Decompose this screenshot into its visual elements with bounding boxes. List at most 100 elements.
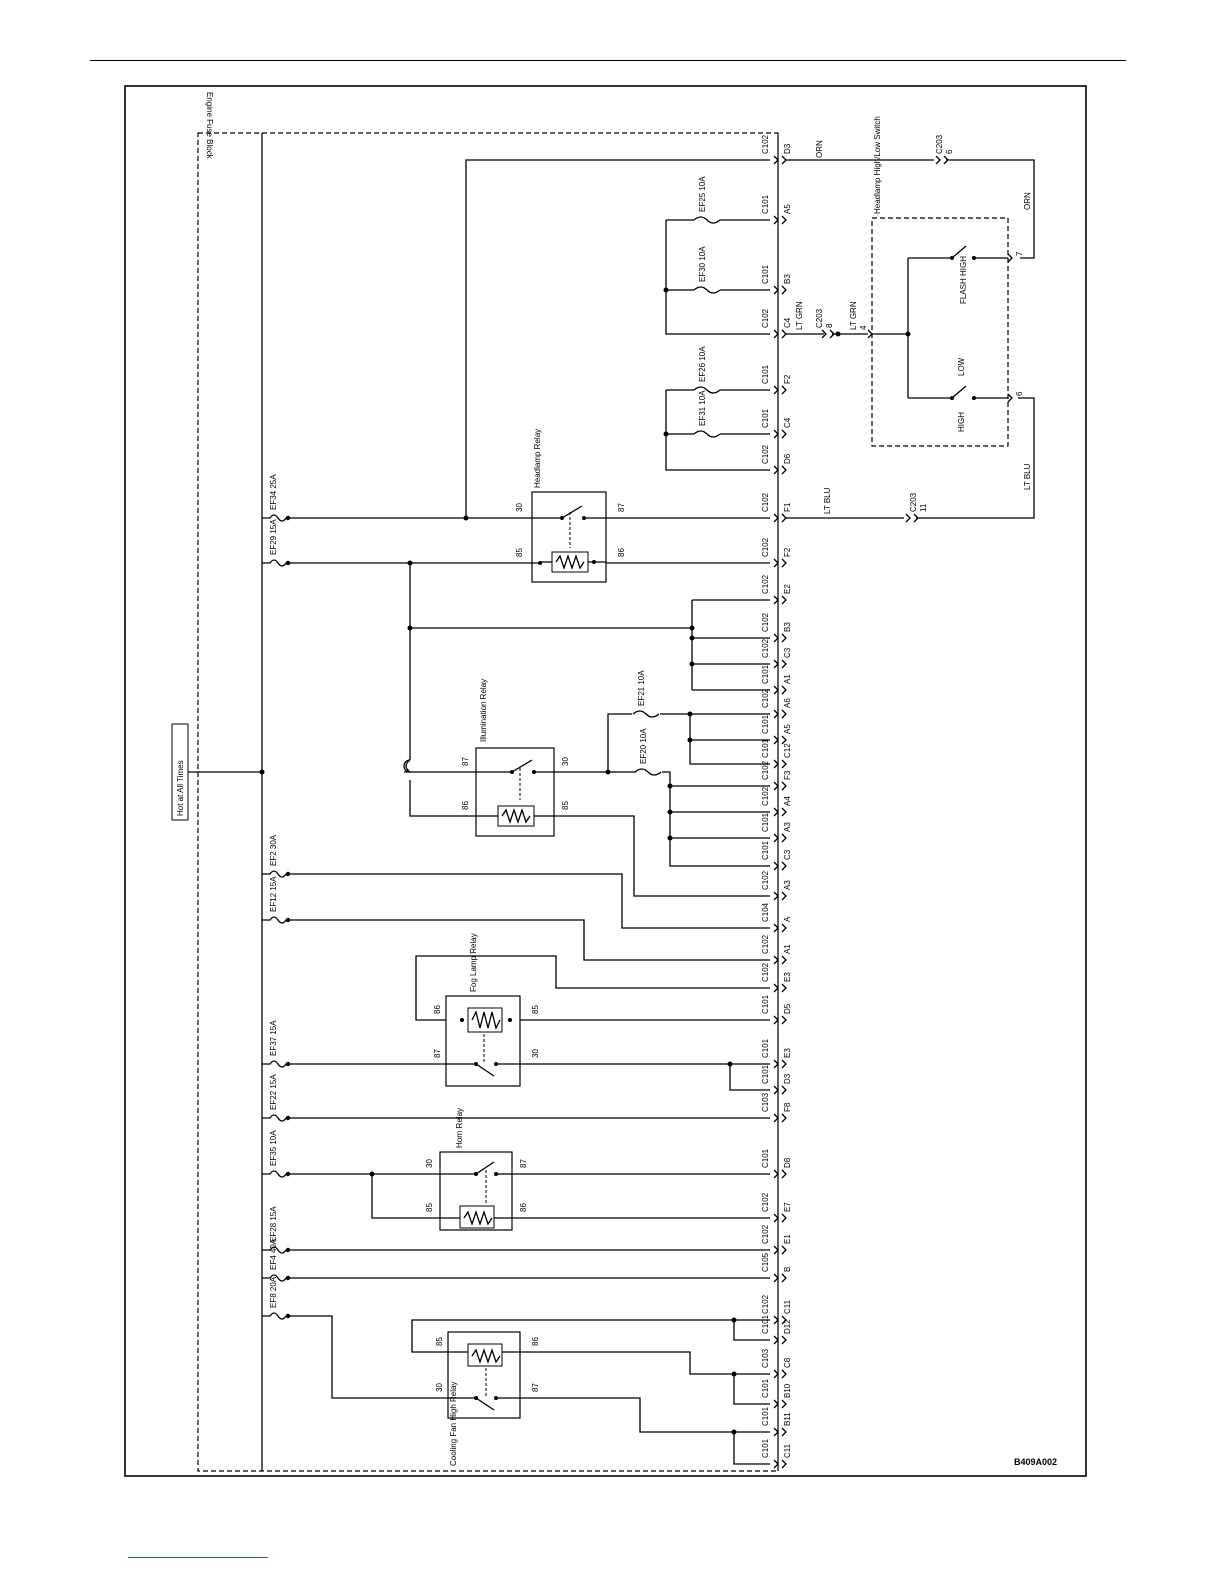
connector-a3-id: C101 [761, 812, 770, 832]
connector-chevron [781, 983, 787, 993]
connector-a5b-pin: A5 [783, 724, 792, 734]
fuse-terminal [285, 1275, 291, 1281]
fuse-ef29 [262, 559, 292, 567]
fuse-ef30 [693, 286, 721, 294]
connector-f8-id: C103 [761, 1092, 770, 1112]
connector-e2-id: C102 [761, 574, 770, 594]
c203-chevron [935, 155, 941, 165]
connector-chevron [773, 685, 779, 695]
connector-chevron [773, 465, 779, 475]
fuse-ef25 [693, 216, 721, 224]
fuse-ef12 [262, 916, 292, 924]
connector-chevron [781, 709, 787, 719]
connector-chevron [773, 955, 779, 965]
connector-c11b-id: C101 [761, 1438, 770, 1458]
connector-chevron [773, 429, 779, 439]
connector-e3b-id: C101 [761, 1038, 770, 1058]
fuse-terminal [285, 1313, 291, 1319]
connector-chevron [773, 215, 779, 225]
connector-chevron [773, 807, 779, 817]
connector-chevron [773, 1245, 779, 1255]
fuse-label-ef22: EF22 15A [269, 1074, 278, 1110]
connector-a5b-id: C101 [761, 714, 770, 734]
fuse-terminal [285, 1247, 291, 1253]
bus-junction [259, 769, 265, 775]
connector-a4-pin: A4 [783, 796, 792, 806]
connector-a3b-pin: A3 [783, 880, 792, 890]
connector-chevron [773, 1459, 779, 1469]
c203-ltblu-pin: 11 [919, 503, 928, 512]
connector-chevron [781, 861, 787, 871]
connector-b10-pin: B10 [783, 1383, 792, 1398]
connector-chevron [781, 215, 787, 225]
connector-chevron [773, 833, 779, 843]
connector-chevron [781, 595, 787, 605]
connector-d8-id: C101 [761, 1148, 770, 1168]
fuse-ef8 [262, 1312, 292, 1320]
connector-chevrons [773, 155, 1013, 1469]
connector-f1-id: C102 [761, 492, 770, 512]
connector-b3b-id: C102 [761, 612, 770, 632]
wire-orn-2: ORN [1023, 192, 1032, 210]
connector-chevron [773, 329, 779, 339]
hot-at-all-times: Hot at All Times [171, 723, 189, 821]
fuse-terminal [285, 1115, 291, 1121]
fuse-label-ef4: EF4 40A [269, 1238, 278, 1270]
c203-chevron [821, 329, 827, 339]
fuse-ef20 [634, 768, 662, 776]
connector-chevron [773, 1369, 779, 1379]
wire-ltgrn: LT GRN [795, 301, 804, 330]
c203-ltgrn-pin: 8 [825, 323, 834, 328]
relay-pin-p86-15: 86 [519, 1203, 528, 1212]
fuse-terminal [285, 871, 291, 877]
connector-chevron [773, 923, 779, 933]
connector-chevron [781, 465, 787, 475]
switch-high: HIGH [957, 412, 966, 432]
fuse-label-ef35: EF35 10A [269, 1130, 278, 1166]
connector-chevron [773, 633, 779, 643]
connector-chevron [781, 1015, 787, 1025]
connector-c8-pin: C8 [783, 1357, 792, 1368]
connector-chevron [773, 385, 779, 395]
connector-chevron [773, 1213, 779, 1223]
engine-fuse-block-label: Engine Fuse Block [205, 92, 214, 160]
connector-e7-pin: E7 [783, 1202, 792, 1212]
fuse-ef31 [693, 430, 721, 438]
connector-chevron [773, 155, 779, 165]
connector-a3-pin: A3 [783, 822, 792, 832]
connector-c3-id: C102 [761, 638, 770, 658]
connector-chevron [781, 891, 787, 901]
connector-c3-pin: C3 [783, 647, 792, 658]
fuse-label-ef12: EF12 15A [269, 876, 278, 912]
top-rule [90, 60, 1126, 61]
connector-f2b-id: C102 [761, 537, 770, 557]
connector-c4-pin: C4 [783, 317, 792, 328]
fuse-terminal [285, 560, 291, 566]
connector-e3-pin: E3 [783, 972, 792, 982]
fuse-terminal [285, 515, 291, 521]
fuse-label-ef26: EF26 10A [698, 346, 707, 382]
connector-chevron [773, 709, 779, 719]
fuse-label-ef34: EF34 25A [269, 474, 278, 510]
connector-c4b-pin: C4 [783, 417, 792, 428]
connector-d12-pin: D12 [783, 1319, 792, 1334]
fuse-label-ef30: EF30 10A [698, 246, 707, 282]
connector-d12-id: C101 [761, 1314, 770, 1334]
diagram-frame [124, 85, 1087, 1477]
connector-chevron [781, 955, 787, 965]
connector-chevron [781, 807, 787, 817]
relay-pin-p87-19: 87 [531, 1383, 540, 1392]
relay-pin-p30-12: 30 [425, 1159, 434, 1168]
connector-chevron [781, 385, 787, 395]
relay-pin-p30-11: 30 [531, 1049, 540, 1058]
cooling-fan-high-relay [447, 1331, 521, 1419]
fuse-ef26 [693, 386, 721, 394]
fuse-ef2 [262, 870, 292, 878]
connector-a1-pin: A1 [783, 674, 792, 684]
connector-b3-id: C101 [761, 264, 770, 284]
c203-orn-id: C203 [935, 134, 944, 154]
c203-chevron [829, 329, 835, 339]
fuse-label-ef20: EF20 10A [639, 728, 648, 764]
connector-f2a-pin: F2 [783, 374, 792, 384]
headlamp-switch [871, 217, 1009, 447]
